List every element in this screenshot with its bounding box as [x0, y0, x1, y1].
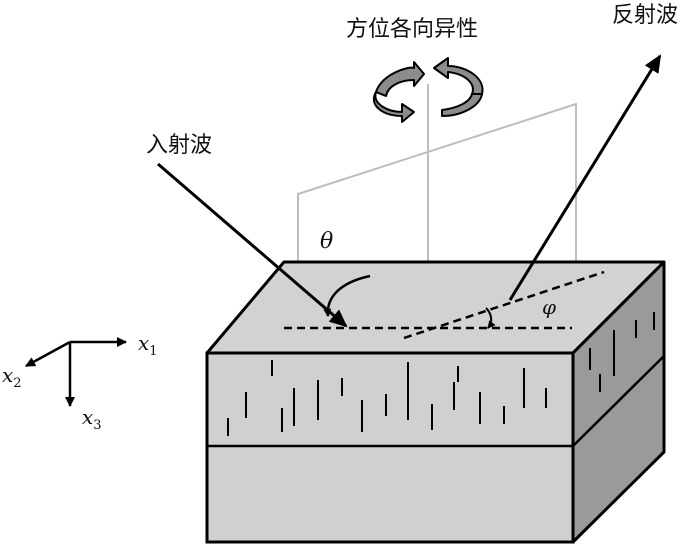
theta-angle-arc [323, 274, 371, 317]
axis-x1-label: x1 [138, 331, 158, 359]
reflected-wave-label: 反射波 [612, 3, 678, 28]
axis-x3-label: x3 [82, 405, 102, 433]
reflected-wave-arrow [508, 54, 662, 301]
azimuthal-anisotropy-label: 方位各向异性 [346, 17, 478, 42]
fracture-marks-side [589, 312, 655, 392]
phi-label: φ [542, 295, 556, 319]
incident-wave-label: 入射波 [146, 133, 212, 158]
theta-label: θ [320, 229, 333, 254]
fracture-marks-front [227, 360, 547, 436]
fracture-strike-line [403, 270, 605, 340]
incidence-plane [297, 102, 577, 262]
axis-x2-label: x2 [2, 363, 22, 391]
coordinate-axes [25, 337, 127, 407]
block-front-face [205, 351, 575, 544]
incident-wave-arrow [157, 162, 348, 328]
axis-x2 [25, 340, 71, 368]
layer-boundary-side [572, 355, 665, 447]
rotation-arrow-icon [373, 57, 484, 123]
phi-angle-arc [485, 307, 496, 329]
